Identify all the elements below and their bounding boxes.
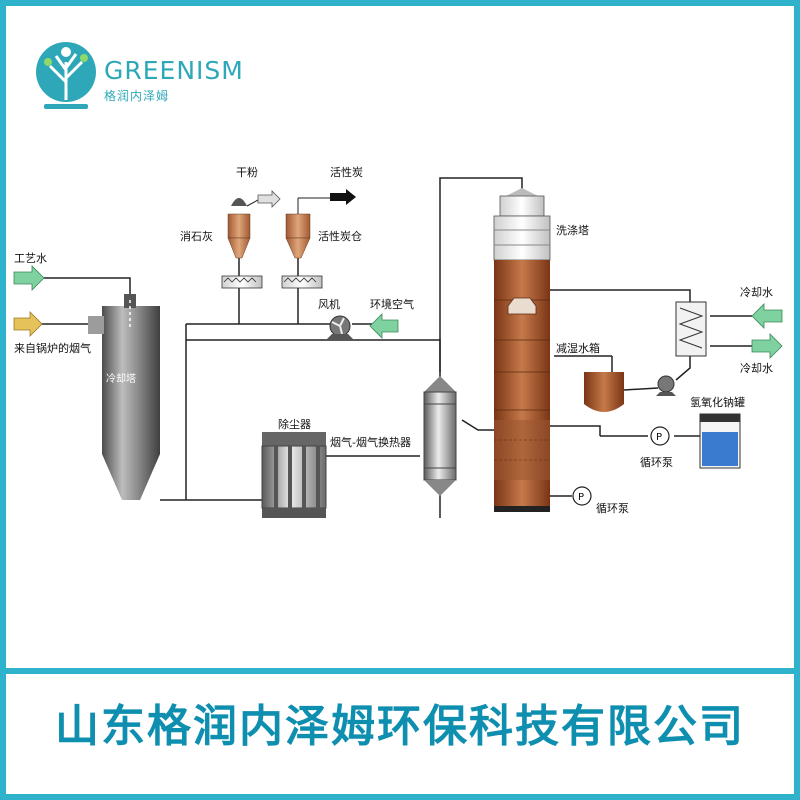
- activated-carbon-silo-label: 活性炭仓: [318, 229, 362, 243]
- naoh-tank-label: 氢氧化钠罐: [690, 395, 745, 409]
- circulation-pump-1-label: 循环泵: [640, 456, 673, 469]
- dust-collector: [261, 432, 327, 518]
- gas-gas-heat-exchanger: [423, 376, 457, 496]
- circulation-pump-1-icon: [650, 426, 670, 446]
- pump-1-symbol: P: [656, 432, 662, 443]
- cooling-water-in-arrow-icon: [710, 303, 783, 329]
- activated-carbon-silo: [281, 197, 330, 289]
- dry-powder-label: 干粉: [236, 166, 258, 179]
- flue-gas-arrow-icon: [13, 311, 43, 337]
- greenism-logo-icon: [36, 42, 96, 109]
- fan-icon: [326, 315, 354, 340]
- cooling-loop-pump-icon: [623, 375, 676, 396]
- cooling-heat-exchanger: [675, 301, 707, 357]
- dust-collector-label: 除尘器: [278, 417, 311, 431]
- quench-tower-label: 冷却塔: [106, 372, 136, 385]
- brand-name-en: GREENISM: [104, 56, 244, 85]
- scrubber-tower: [493, 188, 551, 512]
- circulation-pump-2-icon: [572, 486, 592, 506]
- pipe-network: [40, 177, 700, 518]
- company-name: 山东格润内泽姆环保科技有限公司: [55, 701, 745, 752]
- process-water-label: 工艺水: [14, 252, 47, 265]
- ambient-air-label: 环境空气: [370, 297, 414, 311]
- fan-label: 风机: [318, 297, 340, 311]
- dry-powder-arrow-icon: [257, 190, 281, 208]
- cooling-water-out-arrow-icon: [710, 333, 783, 359]
- pump-2-symbol: P: [578, 492, 584, 503]
- naoh-tank: [699, 413, 741, 469]
- desuperheat-tank: [584, 372, 624, 412]
- slaked-lime-label: 消石灰: [180, 229, 213, 243]
- boiler-flue-gas-label: 来自锅炉的烟气: [14, 341, 91, 355]
- scrubber-label: 洗涤塔: [556, 223, 589, 237]
- cooling-water-out-label: 冷却水: [740, 362, 773, 375]
- slaked-lime-silo: [221, 198, 263, 289]
- activated-carbon-label: 活性炭: [330, 165, 363, 179]
- gas-gas-heat-exchanger-label: 烟气-烟气换热器: [330, 435, 411, 449]
- quench-tower: [88, 294, 160, 500]
- desuperheat-tank-label: 减湿水箱: [556, 341, 600, 355]
- process-water-arrow-icon: [13, 265, 45, 291]
- circulation-pump-2-label: 循环泵: [596, 502, 629, 515]
- ambient-air-arrow-icon: [369, 313, 399, 339]
- brand-name-cn: 格润内泽姆: [104, 89, 170, 103]
- cooling-water-in-label: 冷却水: [740, 286, 773, 299]
- activated-carbon-arrow-icon: [330, 189, 356, 205]
- footer-divider: [6, 668, 794, 674]
